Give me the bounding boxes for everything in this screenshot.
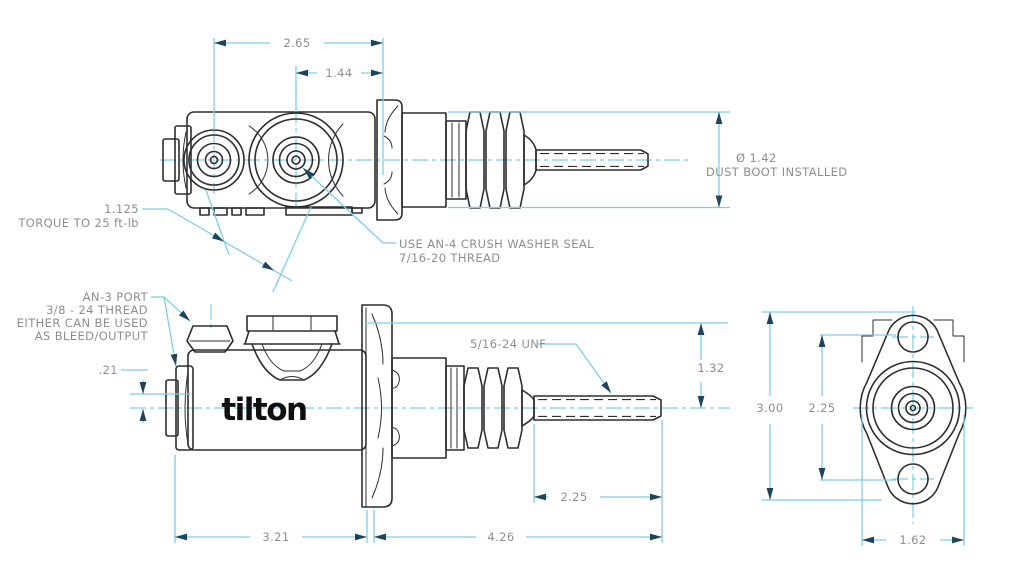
boot-note-label: DUST BOOT INSTALLED bbox=[706, 165, 848, 179]
side-view-push-rod bbox=[533, 395, 662, 421]
crush-washer-note-line1: USE AN-4 CRUSH WASHER SEAL bbox=[399, 237, 594, 251]
dim-hex-torque: 1.125 TORQUE TO 25 ft-lb bbox=[17, 189, 312, 293]
dim-output-length-label: 4.26 bbox=[487, 530, 514, 544]
dim-flange-width-label: 1.62 bbox=[899, 533, 926, 547]
end-view-flange bbox=[859, 314, 967, 505]
note-crush-washer: USE AN-4 CRUSH WASHER SEAL 7/16-20 THREA… bbox=[302, 167, 594, 265]
crush-washer-note-line2: 7/16-20 THREAD bbox=[399, 251, 501, 265]
dim-rod-length: 2.25 bbox=[533, 420, 663, 543]
reservoir-hex-fitting bbox=[243, 315, 341, 381]
dim-port-offset-label: .21 bbox=[99, 363, 119, 377]
bore-rings bbox=[865, 360, 961, 456]
dim-flange-height: 3.00 bbox=[756, 311, 916, 501]
top-view: 2.65 1.44 Ø 1.42 DUST BOOT INSTALLED 1.1… bbox=[17, 36, 848, 293]
tilton-logo: tilton bbox=[221, 392, 306, 428]
dim-overall-width: 2.65 bbox=[213, 36, 384, 175]
dim-hex-label: 1.125 bbox=[104, 202, 139, 216]
rod-thread-label: 5/16-24 UNF bbox=[470, 337, 546, 351]
dim-port-distance-label: 1.44 bbox=[325, 66, 352, 80]
an3-angled-port bbox=[186, 325, 234, 353]
an3-note-line3: EITHER CAN BE USED bbox=[17, 316, 148, 330]
an3-note-line2: 3/8 - 24 THREAD bbox=[46, 303, 148, 317]
side-view-dust-boot bbox=[463, 367, 535, 449]
an3-note-line4: AS BLEED/OUTPUT bbox=[35, 329, 149, 343]
dim-boot-diameter-label: Ø 1.42 bbox=[736, 151, 777, 165]
hex-flats-hidden bbox=[861, 319, 965, 363]
top-view-flange bbox=[376, 99, 403, 221]
note-an3-port: AN-3 PORT 3/8 - 24 THREAD EITHER CAN BE … bbox=[17, 290, 191, 367]
dim-port-distance: 1.44 bbox=[295, 66, 383, 112]
dim-overall-width-label: 2.65 bbox=[283, 36, 310, 50]
an3-note-line1: AN-3 PORT bbox=[83, 290, 149, 304]
large-port-boss bbox=[248, 112, 344, 208]
dim-body-length-label: 3.21 bbox=[262, 530, 289, 544]
mounting-hole-bottom bbox=[897, 463, 929, 495]
mounting-hole-top bbox=[897, 321, 929, 353]
dim-boot-radius: 1.32 bbox=[366, 322, 728, 408]
end-view: 3.00 2.25 1.62 bbox=[756, 306, 973, 547]
torque-note-label: TORQUE TO 25 ft-lb bbox=[17, 216, 139, 230]
small-port-boss bbox=[183, 129, 245, 191]
dim-flange-height-label: 3.00 bbox=[756, 401, 783, 415]
note-rod-thread: 5/16-24 UNF bbox=[470, 337, 612, 394]
side-view-cylinder bbox=[391, 357, 465, 459]
dim-hole-spacing-label: 2.25 bbox=[808, 401, 835, 415]
dim-boot-radius-label: 1.32 bbox=[697, 361, 724, 375]
top-view-push-rod bbox=[535, 149, 649, 171]
dim-hole-spacing: 2.25 bbox=[808, 334, 896, 481]
dim-flange-width: 1.62 bbox=[861, 415, 965, 547]
dim-boot-diameter: Ø 1.42 DUST BOOT INSTALLED bbox=[448, 111, 848, 209]
side-view-flange bbox=[361, 304, 400, 508]
dim-rod-length-label: 2.25 bbox=[560, 490, 587, 504]
dim-body-length: 3.21 4.26 bbox=[174, 455, 662, 544]
side-view: tilton bbox=[17, 290, 730, 544]
dim-port-offset: .21 bbox=[99, 363, 190, 423]
